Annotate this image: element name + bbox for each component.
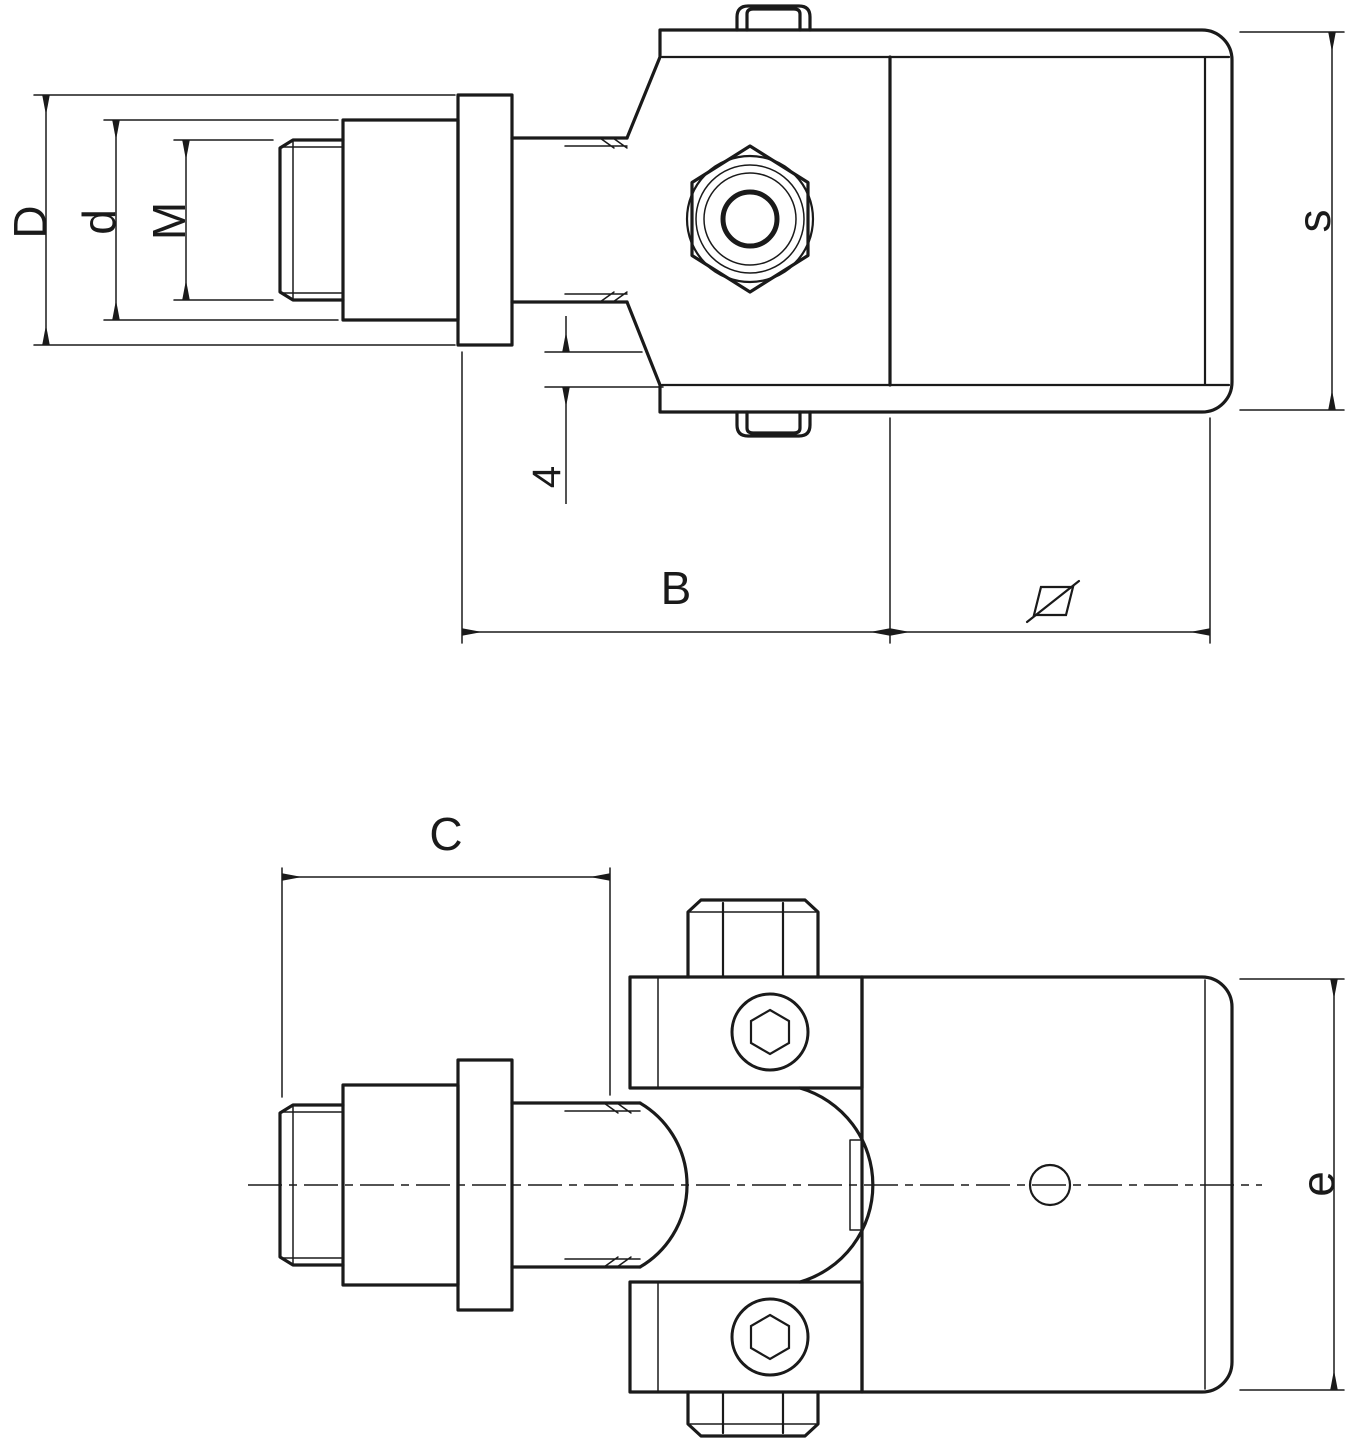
hex-plug-top <box>686 898 820 979</box>
fitting-top-view <box>278 93 629 347</box>
bottom-plug-tab <box>735 410 812 438</box>
boss-arc <box>798 1086 875 1284</box>
dim-C-extension-lines <box>281 867 611 1098</box>
clamp-bottom-block <box>628 1280 864 1394</box>
screw-head-circle <box>730 992 810 1072</box>
collar <box>456 93 514 347</box>
hex-plug-flat-lines <box>721 1390 785 1435</box>
dim-C-label: C <box>429 808 462 860</box>
dim-d-label: d <box>73 209 125 235</box>
neck-thread-lines <box>564 1102 641 1268</box>
hex-plug-bottom <box>686 1390 820 1438</box>
hex-body <box>341 1083 460 1287</box>
hex-port-plug <box>685 144 815 294</box>
plug-socket-circle <box>720 189 780 249</box>
dim-s: s <box>1239 31 1345 411</box>
body-outline <box>625 28 1234 414</box>
dim-s-extension-lines <box>1239 31 1345 411</box>
clamp-top-block <box>628 975 864 1090</box>
neck <box>510 1101 642 1269</box>
hex-plug-outline <box>686 898 820 979</box>
dim-B: B <box>461 351 891 644</box>
dim-4-extension-lines <box>544 351 664 388</box>
dim-d: d <box>73 119 339 321</box>
fitting-front-view <box>278 1058 642 1312</box>
hex-socket-icon <box>749 1008 791 1056</box>
dim-e-extension-lines <box>1239 978 1345 1391</box>
dim-4-label: 4 <box>525 466 569 488</box>
dim-D: D <box>4 94 456 346</box>
dim-M: M <box>143 139 274 301</box>
threaded-stud <box>278 138 345 302</box>
neck <box>510 136 629 304</box>
plug-circle-3 <box>703 172 797 266</box>
dim-C: C <box>281 808 611 1098</box>
stud-thread-lines <box>281 1104 344 1266</box>
dim-e: e <box>1239 978 1345 1391</box>
hex-nut-outline <box>690 144 810 294</box>
dim-s-label: s <box>1288 210 1340 233</box>
bore-face-lines <box>849 1139 863 1231</box>
hex-plug-flat-lines <box>721 901 785 979</box>
dim-d-extension-lines <box>103 119 339 321</box>
front-body-outline <box>860 975 1234 1394</box>
plug-circle-outer <box>685 154 815 284</box>
hex-plug-outline <box>686 1390 820 1438</box>
dim-M-label: M <box>143 202 195 240</box>
dim-B-label: B <box>661 562 692 614</box>
dim-square <box>890 417 1211 644</box>
square-section-symbol <box>1025 579 1081 624</box>
top-plug-tab <box>735 4 812 32</box>
front-view: C e <box>248 808 1345 1438</box>
socket-screw-bottom <box>730 1297 810 1377</box>
dim-step-4: 4 <box>525 316 664 504</box>
dim-B-extension-lines <box>461 351 891 644</box>
dim-e-label: e <box>1292 1171 1344 1197</box>
socket-screw-top <box>730 992 810 1072</box>
dim-D-label: D <box>4 205 56 238</box>
body-inner-lines <box>660 55 1231 387</box>
stud-thread-lines <box>281 139 344 301</box>
top-view: D d M 4 B <box>4 4 1345 644</box>
sphere-arc <box>638 1101 689 1269</box>
body-hole <box>1028 1163 1072 1207</box>
dim-D-extension-lines <box>33 94 456 346</box>
screw-head-circle <box>730 1297 810 1377</box>
dim-M-extension-lines <box>173 139 274 301</box>
hex-socket-icon <box>749 1313 791 1361</box>
square-symbol-slash <box>1025 579 1081 624</box>
threaded-stud <box>278 1103 345 1267</box>
hex-body <box>341 118 460 322</box>
neck-thread-lines <box>564 137 628 303</box>
plug-circle-2 <box>695 164 805 274</box>
